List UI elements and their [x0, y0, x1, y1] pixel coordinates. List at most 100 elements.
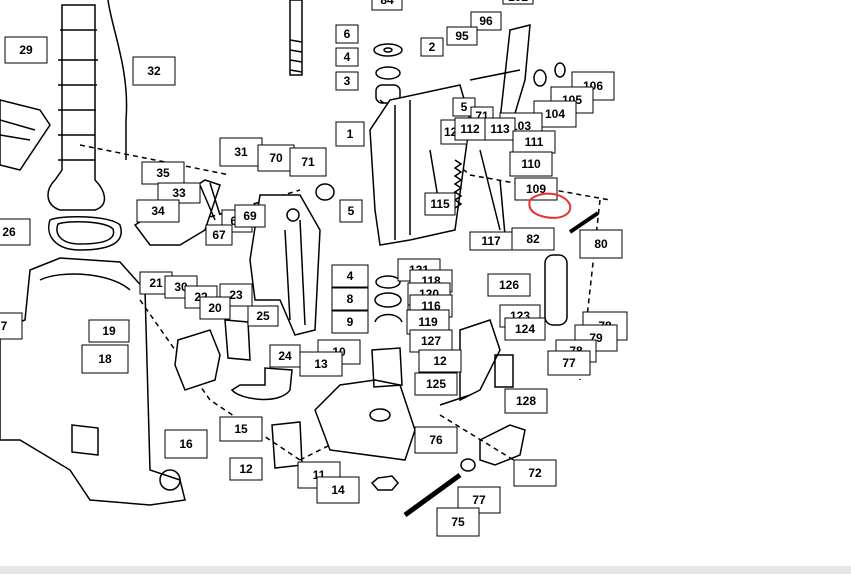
callout-label: 119 — [418, 315, 438, 329]
callout-16: 16 — [164, 429, 208, 459]
callout-box — [547, 350, 591, 376]
exhaust-tube — [47, 4, 106, 211]
shift-rod — [107, 0, 128, 160]
callout-4: 4 — [335, 47, 359, 67]
washer-6-hole — [383, 47, 393, 53]
highlight-circle — [528, 192, 572, 219]
drive-shaft — [289, 0, 303, 76]
callout-112: 112 — [454, 117, 486, 141]
callout-label: 33 — [172, 186, 186, 200]
callout-box — [132, 56, 176, 86]
callout-box — [335, 121, 365, 147]
gasket-inner — [56, 220, 115, 245]
tilt-cylinder — [544, 254, 568, 326]
callout-label: 12 — [239, 462, 253, 476]
callout-box — [418, 349, 462, 373]
callout-label: 113 — [490, 122, 510, 136]
clamp-bolt — [286, 208, 300, 222]
clamp-bracket-lines — [284, 219, 306, 326]
callout-label: 35 — [156, 166, 170, 180]
callout-box — [205, 224, 233, 246]
callout-label: 128 — [516, 394, 536, 408]
callout-box — [335, 47, 359, 67]
callout-box — [0, 218, 31, 246]
bottom-cover-hole — [369, 408, 391, 422]
callout-label: 69 — [243, 209, 257, 223]
callout-box — [513, 459, 557, 487]
callout-label: 115 — [430, 197, 450, 211]
bottom-cover — [314, 379, 416, 461]
callout-box — [316, 476, 360, 504]
callout-box — [219, 416, 263, 442]
callout-label: 3 — [344, 74, 351, 88]
callout-67: 67 — [205, 224, 233, 246]
callout-box — [579, 229, 623, 259]
callout-box — [487, 273, 531, 297]
callout-21: 21 — [139, 271, 173, 295]
callout-77: 77 — [547, 350, 591, 376]
callout-label: 82 — [526, 232, 540, 246]
rod-75 — [403, 472, 462, 518]
callout-111: 111 — [512, 130, 556, 154]
callout-label: 16 — [179, 437, 193, 451]
callout-box — [436, 507, 480, 537]
plate-23 — [224, 319, 251, 361]
callout-label: 21 — [149, 276, 163, 290]
callout-box — [335, 24, 359, 44]
callout-box — [484, 117, 516, 141]
callout-box — [199, 296, 231, 320]
callout-label: 75 — [451, 515, 465, 529]
callout-label: 80 — [594, 237, 608, 251]
callout-box — [371, 0, 403, 11]
upper-plate — [0, 99, 51, 171]
callout-box — [136, 199, 180, 223]
diagram-artwork — [0, 0, 611, 518]
callout-label: 4 — [344, 50, 351, 64]
callout-69: 69 — [234, 204, 266, 228]
callout-75: 75 — [436, 507, 480, 537]
callout-label: 29 — [19, 43, 33, 57]
callout-115: 115 — [424, 192, 456, 216]
block-10 — [371, 347, 403, 388]
callout-80: 80 — [579, 229, 623, 259]
callout-26: 26 — [0, 218, 31, 246]
callout-label: 5 — [461, 100, 468, 114]
callout-label: 6 — [344, 27, 351, 41]
callout-4: 4 — [331, 264, 369, 288]
callout-box — [4, 36, 48, 64]
callout-box — [0, 312, 23, 340]
callout-box — [289, 147, 327, 177]
callout-box — [331, 264, 369, 288]
callout-128: 128 — [504, 388, 548, 414]
callout-box — [420, 37, 444, 57]
callout-box — [424, 192, 456, 216]
callout-70: 70 — [257, 144, 295, 172]
callout-9: 9 — [331, 310, 369, 334]
bolt-80 — [568, 211, 600, 234]
callout-label: 110 — [521, 157, 541, 171]
page-bottom-strip — [0, 566, 851, 574]
callout-box — [509, 151, 553, 177]
lower-cover-lines — [199, 182, 221, 221]
housing-window — [71, 424, 99, 456]
callout-label: 126 — [499, 278, 519, 292]
clamp-bracket — [249, 194, 321, 336]
callout-label: 104 — [545, 107, 565, 121]
callout-label: 71 — [301, 155, 315, 169]
callout-25: 25 — [247, 305, 279, 327]
callout-72: 72 — [513, 459, 557, 487]
callout-label: 103 — [511, 119, 531, 133]
drain-plug — [159, 469, 181, 491]
washer-stack-4 — [375, 275, 401, 289]
callout-box — [229, 457, 263, 481]
rubber-mount — [174, 329, 221, 391]
housing-top-rim — [39, 273, 131, 291]
callout-layer: 8410296952643293210610510410357112211211… — [0, 0, 628, 537]
callout-19: 19 — [88, 319, 130, 343]
driveshaft-housing — [0, 257, 186, 506]
callout-box — [339, 199, 363, 223]
callout-125: 125 — [414, 372, 458, 396]
callout-6: 6 — [335, 24, 359, 44]
callout-24: 24 — [269, 344, 301, 368]
